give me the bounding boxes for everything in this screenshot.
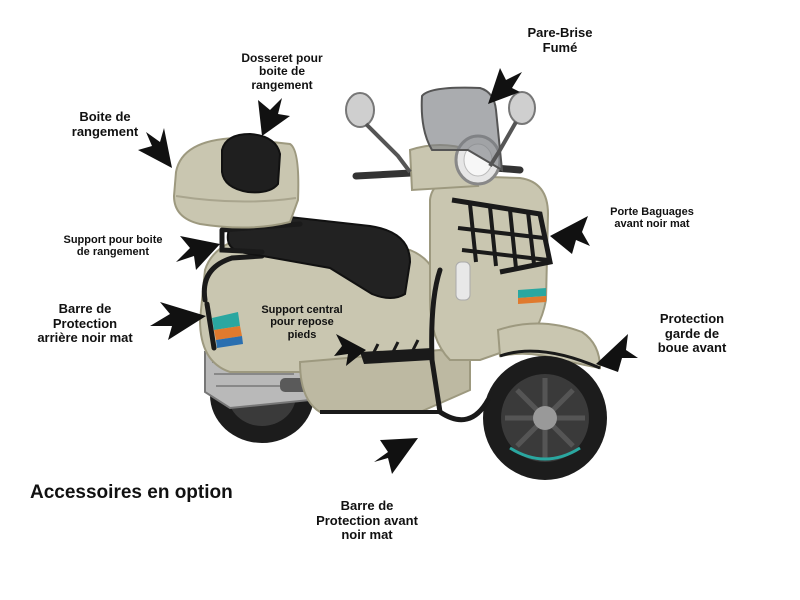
label-pare-brise: Pare-Brise Fumé <box>527 25 593 55</box>
pointer-arrows <box>138 68 638 474</box>
label-support-boite: Support pour boite de rangement <box>63 234 163 259</box>
central-support <box>360 339 432 364</box>
arrow-pare-brise <box>488 68 522 104</box>
arrow-support-boite <box>176 236 220 270</box>
front-luggage-rack <box>451 197 553 275</box>
arrow-support-central <box>334 334 366 366</box>
floorboard <box>298 348 471 413</box>
label-dosseret: Dosseret pour boite de rangement <box>241 51 323 92</box>
front-wheel <box>483 356 607 480</box>
top-box-backrest <box>221 132 282 194</box>
label-porte-bagages: Porte Baguages avant noir mat <box>610 206 694 231</box>
fender-protection <box>499 349 601 370</box>
label-support-central: Support central pour repose pieds <box>261 304 343 341</box>
page-title: Accessoires en option <box>30 482 233 503</box>
rear-protection-bar <box>201 253 265 303</box>
arrow-boite <box>138 128 172 168</box>
label-garde-boue: Protection garde de boue avant <box>657 311 727 356</box>
front-fender <box>496 322 602 370</box>
arrow-barre-avant <box>374 438 418 474</box>
scooter-illustration <box>172 86 607 480</box>
arrow-barre-arriere <box>150 302 206 340</box>
label-barre-avant: Barre de Protection avant noir mat <box>316 498 418 543</box>
arrow-garde-boue <box>596 334 638 372</box>
arrow-porte-bagages <box>550 216 590 254</box>
label-barre-arriere: Barre de Protection arrière noir mat <box>37 301 133 346</box>
label-boite-rangement: Boite de rangement <box>71 109 139 139</box>
front-protection-bar <box>429 267 491 423</box>
mirrors <box>345 91 536 174</box>
arrow-dosseret <box>258 98 290 136</box>
